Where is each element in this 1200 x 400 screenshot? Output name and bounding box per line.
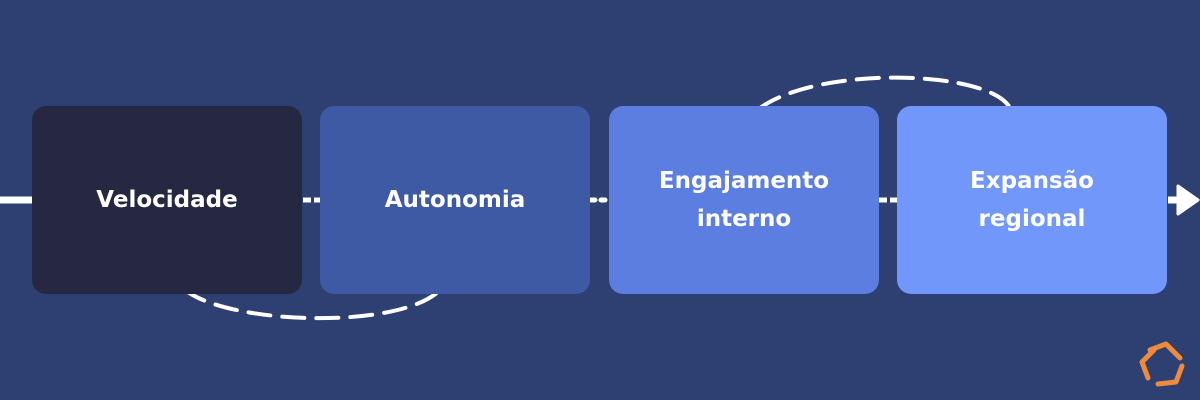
- dashed-loop-top: [758, 75, 1012, 110]
- step-label: Autonomia: [384, 187, 526, 213]
- arrow-head-icon: [1176, 184, 1200, 216]
- step-box-engajamento: Engajamento interno: [609, 106, 879, 294]
- step-box-autonomia: Autonomia: [320, 106, 590, 294]
- step-label: Engajamento interno: [658, 168, 830, 232]
- step-box-velocidade: Velocidade: [32, 106, 302, 294]
- dashed-loop-bottom: [183, 288, 442, 321]
- step-box-expansao: Expansão regional: [897, 106, 1167, 294]
- step-label: Expansão regional: [970, 168, 1094, 232]
- brand-logo-icon: [1139, 341, 1185, 387]
- step-label: Velocidade: [96, 187, 238, 213]
